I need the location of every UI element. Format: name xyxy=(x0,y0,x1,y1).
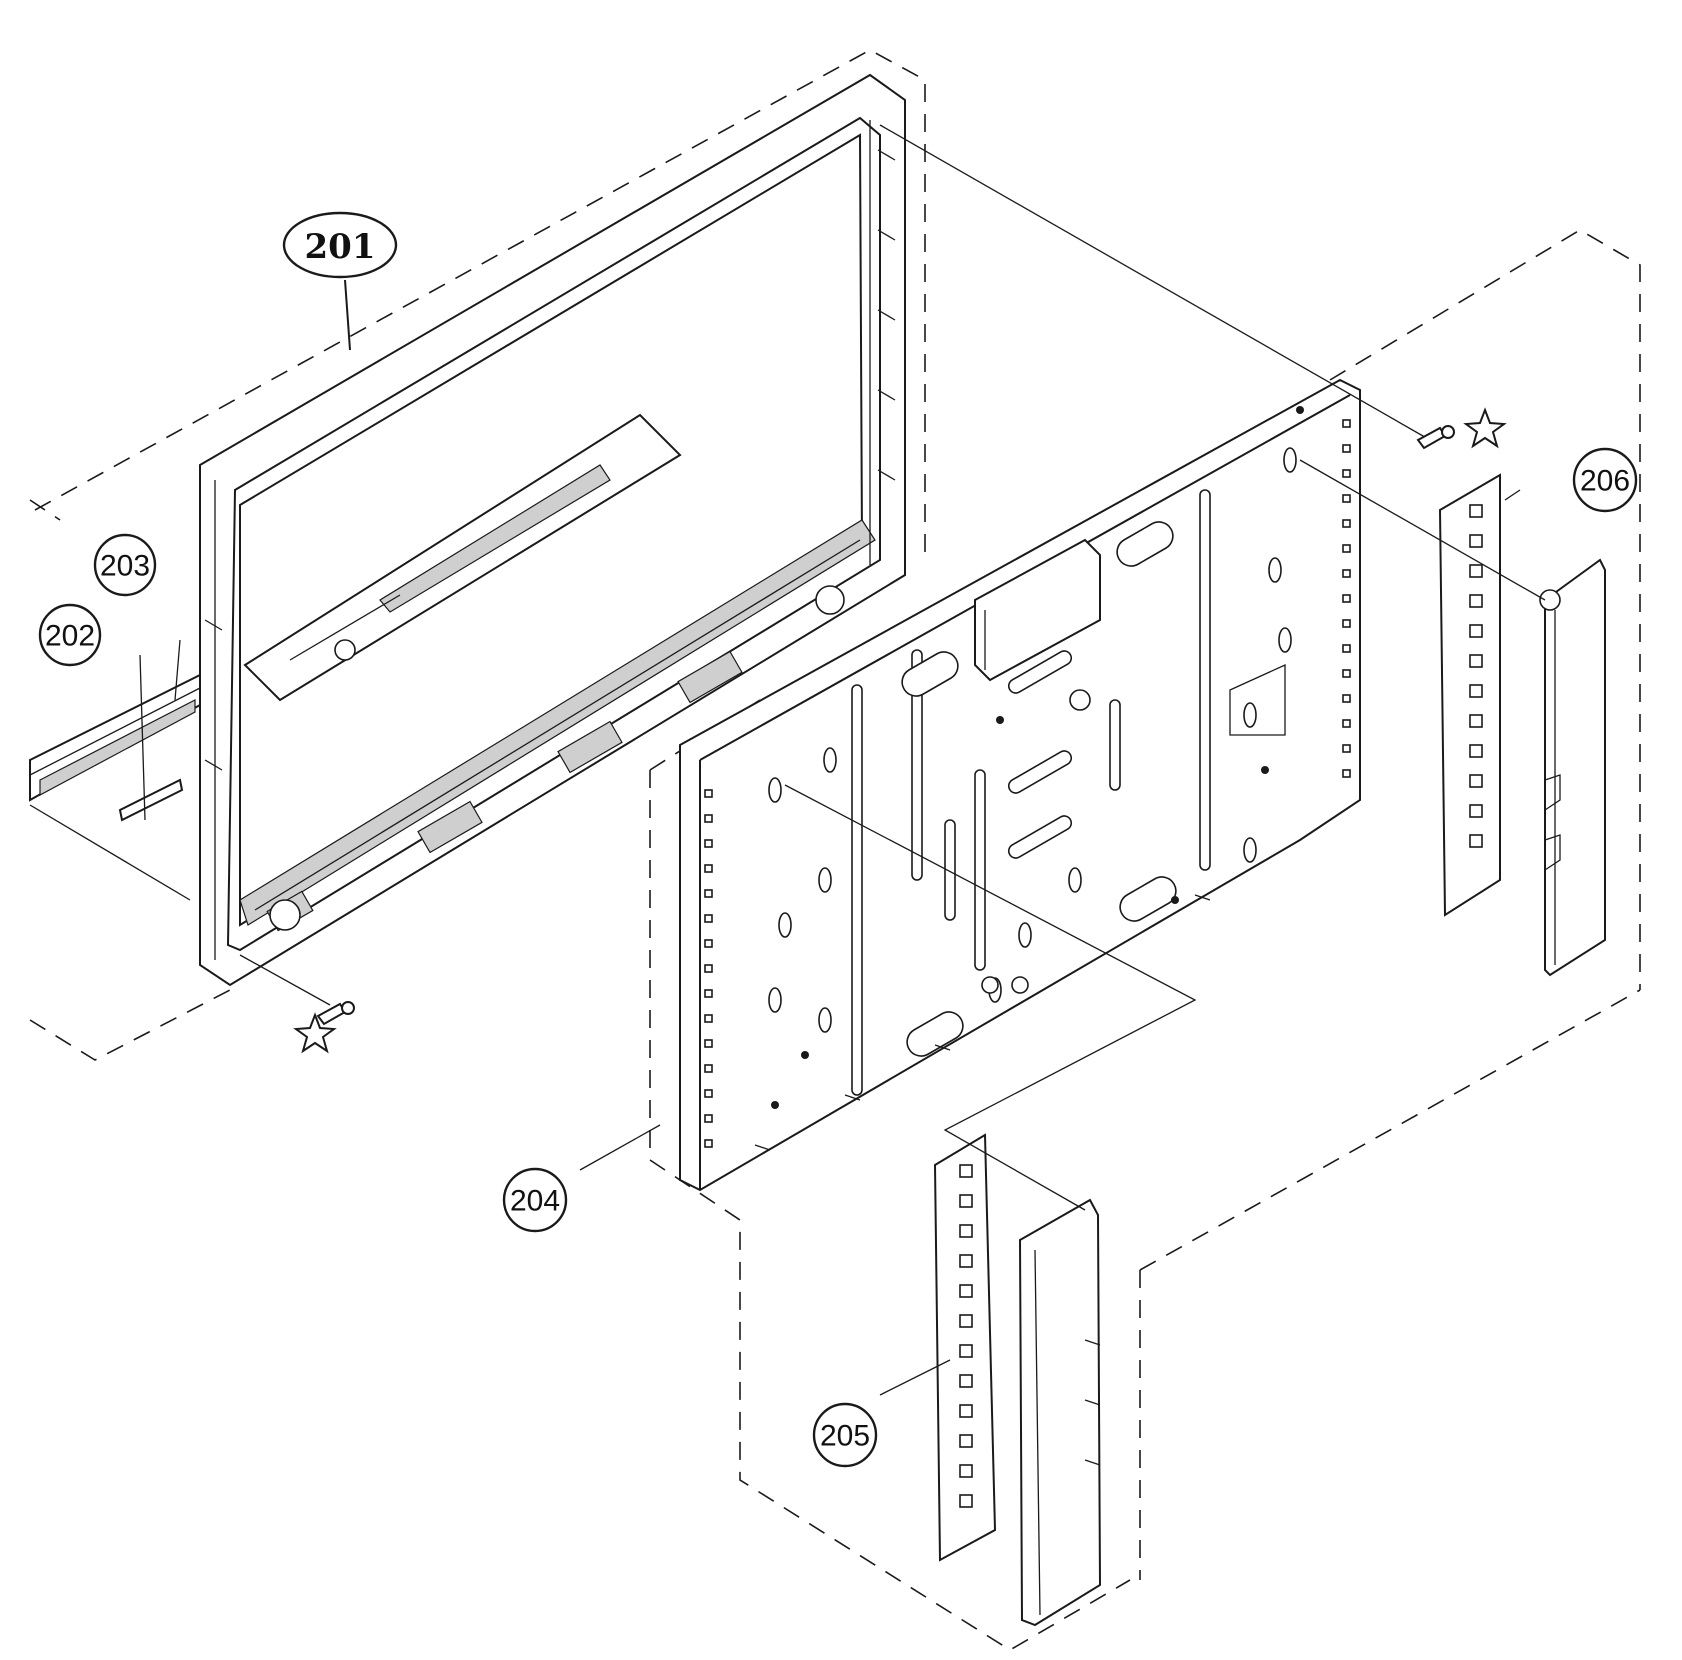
callout-206: 206 xyxy=(1572,447,1638,513)
callout-205: 205 xyxy=(812,1402,878,1468)
callout-201: 201 xyxy=(282,211,398,279)
part-204-chassis xyxy=(679,378,1361,1192)
star-marker-top xyxy=(1463,407,1507,449)
callout-203: 203 xyxy=(93,533,157,597)
callout-201-label: 201 xyxy=(305,227,376,267)
chassis-left-holes xyxy=(704,789,713,1148)
callout-202-label: 202 xyxy=(45,620,95,653)
assembly-leader-lines xyxy=(139,124,1546,1396)
callout-202: 202 xyxy=(38,603,102,667)
callout-204-label: 204 xyxy=(510,1185,560,1218)
part-205-shield xyxy=(1018,1198,1102,1627)
callout-204: 204 xyxy=(502,1167,568,1233)
star-marker-bottom xyxy=(293,1012,337,1054)
part-202-clip xyxy=(118,778,184,822)
callout-205-label: 205 xyxy=(820,1420,870,1453)
part-206-shield xyxy=(1539,558,1606,977)
part-206-board xyxy=(1438,473,1501,917)
part-203-strip xyxy=(29,673,201,901)
part-205-board xyxy=(933,1133,997,1562)
chassis-right-holes xyxy=(1342,419,1351,778)
part-201-front-frame xyxy=(199,73,906,987)
screw-bottom xyxy=(316,1001,355,1026)
screw-top xyxy=(1416,425,1455,450)
callout-206-label: 206 xyxy=(1580,465,1630,498)
callout-203-label: 203 xyxy=(100,550,150,583)
